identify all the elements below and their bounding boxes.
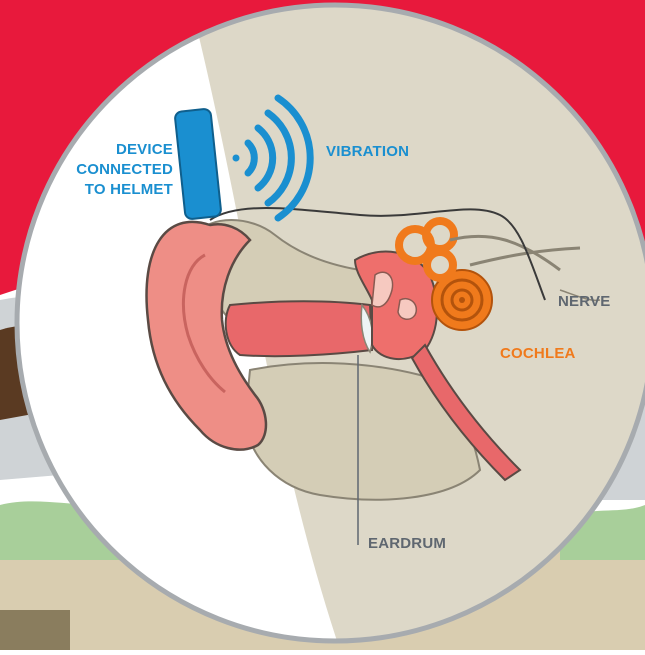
ear-canal bbox=[226, 301, 372, 356]
vibration-label: VIBRATION bbox=[326, 142, 409, 162]
device-label-line2: CONNECTED bbox=[3, 160, 173, 180]
device-label-line3: TO HELMET bbox=[3, 180, 173, 200]
nerve-label: NERVE bbox=[558, 292, 610, 312]
hut bbox=[0, 610, 70, 650]
device-label-line1: DEVICE bbox=[3, 140, 173, 160]
cochlea-label: COCHLEA bbox=[500, 344, 576, 364]
stapes bbox=[398, 299, 416, 320]
eardrum-label: EARDRUM bbox=[368, 534, 446, 554]
